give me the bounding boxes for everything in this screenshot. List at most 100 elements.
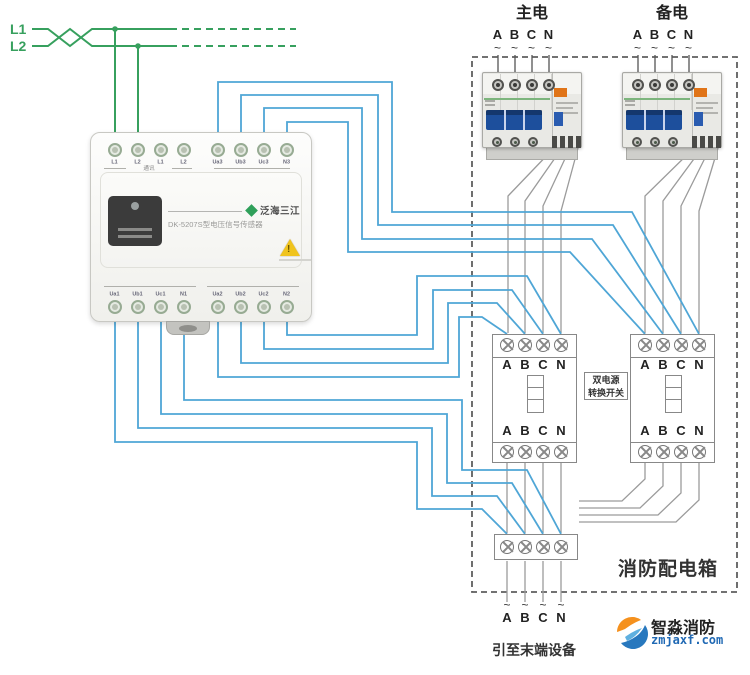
device-label-text-bar (118, 235, 152, 238)
sense-bracket-top (214, 168, 290, 169)
phase-label: N (556, 357, 566, 372)
switch-mechanism[interactable] (527, 375, 544, 413)
device-terminal (280, 143, 294, 157)
device-terminal (131, 143, 145, 157)
terminal-label: Ub1 (132, 290, 143, 297)
switch-backup-bottom-terminals (638, 445, 706, 459)
backup-breaker-ac-marks: ~~~~ (629, 42, 697, 54)
ac-tilde-mark: ~ (633, 41, 641, 55)
brand-leader-line (168, 211, 242, 212)
device-bottom-left-terminals (108, 300, 191, 314)
terminal-label: Ub3 (235, 158, 246, 165)
terminal-label: L2 (134, 158, 141, 165)
toggle-separator (663, 110, 665, 130)
ac-tilde-mark: ~ (539, 598, 547, 612)
device-label-text-bar (118, 228, 152, 231)
device-terminal (177, 143, 191, 157)
terminal-label: N2 (283, 290, 290, 297)
rcd-text-bar (556, 107, 573, 109)
switch-screw-terminal (656, 338, 670, 352)
device-terminal (177, 300, 191, 314)
breaker-pin-terminal (552, 136, 557, 148)
phase-label: C (666, 27, 677, 42)
breaker-pin-terminal (560, 136, 565, 148)
breaker-screw-terminal (492, 137, 502, 147)
bracket-bottom-right (207, 286, 299, 287)
breaker-green-stripe (624, 98, 690, 100)
terminal-label: N3 (283, 158, 290, 165)
breaker-pin-terminal (700, 136, 705, 148)
breaker-text-bar (625, 104, 635, 106)
comm-bracket-left (104, 168, 126, 169)
toggle-separator (504, 110, 506, 130)
ac-tilde-mark: ~ (667, 41, 675, 55)
phase-label: C (526, 27, 537, 42)
switch-screw-terminal (674, 338, 688, 352)
breaker-screw-terminal (683, 79, 695, 91)
warning-triangle-icon (280, 239, 300, 256)
terminal-label: Uc1 (155, 290, 166, 297)
transfer-switch-backup-side (630, 334, 715, 463)
switch-screw-terminal (638, 445, 652, 459)
phase-label: A (492, 27, 503, 42)
main-breaker-ac-marks: ~~~~ (489, 42, 557, 54)
breaker-toggle-handle[interactable] (486, 110, 542, 130)
breaker-screw-terminal (528, 137, 538, 147)
breaker-toggle-handle[interactable] (626, 110, 682, 130)
phase-label: N (694, 357, 704, 372)
rcd-text-bar (696, 112, 718, 114)
ac-tilde-mark: ~ (650, 41, 658, 55)
comm-bracket-right (172, 168, 192, 169)
ac-tilde-mark: ~ (521, 598, 529, 612)
device-top-right-terminals (211, 143, 294, 157)
rcd-toggle-handle[interactable] (694, 112, 703, 126)
phase-label: N (683, 27, 694, 42)
phase-label: B (658, 423, 668, 438)
device-terminal (234, 300, 248, 314)
output-screw-terminal (554, 540, 568, 554)
breaker-screw-terminal (668, 137, 678, 147)
output-ac-marks: ~~~~ (498, 599, 570, 611)
breaker-screw-terminal (650, 137, 660, 147)
breaker-screw-terminal (510, 137, 520, 147)
breaker-pin-terminal (692, 136, 697, 148)
device-model: DK-5207S型电压信号传感器 (168, 220, 263, 229)
phase-label: B (509, 27, 520, 42)
ac-tilde-mark: ~ (544, 41, 552, 55)
phase-label: B (520, 610, 530, 625)
device-top-left-terminals (108, 143, 191, 157)
output-screw-terminal (518, 540, 532, 554)
terminal-label: L1 (111, 158, 118, 165)
device-terminal (257, 300, 271, 314)
feed-line-l1-label: L1 (10, 21, 27, 37)
device-terminal (108, 143, 122, 157)
switch-backup-top-terminals (638, 338, 706, 352)
breaker-screw-terminal (543, 79, 555, 91)
device-terminal (154, 300, 168, 314)
output-screw-terminal (536, 540, 550, 554)
switch-mechanism[interactable] (665, 375, 682, 413)
watermark-site[interactable]: zmjaxf.com (651, 633, 724, 647)
breaker-pin-terminal (568, 136, 573, 148)
device-top-left-terminal-labels: L1 L2 L1 L2 (103, 158, 195, 166)
phase-label: B (649, 27, 660, 42)
ac-tilde-mark: ~ (493, 41, 501, 55)
breaker-screw-terminal (632, 137, 642, 147)
rcd-divider (692, 73, 693, 147)
rcd-text-bar (696, 107, 713, 109)
rcd-toggle-handle[interactable] (554, 112, 563, 126)
terminal-label: L1 (157, 158, 164, 165)
phase-label: N (694, 423, 704, 438)
terminal-label: Ua3 (212, 158, 223, 165)
feed-line-l2-label: L2 (10, 38, 27, 54)
breaker-screw-terminal (509, 79, 521, 91)
phase-label: N (556, 423, 566, 438)
breaker-bottom-screws (492, 137, 538, 147)
distribution-box-title: 消防配电箱 (618, 559, 719, 580)
terminal-label: L2 (180, 158, 187, 165)
